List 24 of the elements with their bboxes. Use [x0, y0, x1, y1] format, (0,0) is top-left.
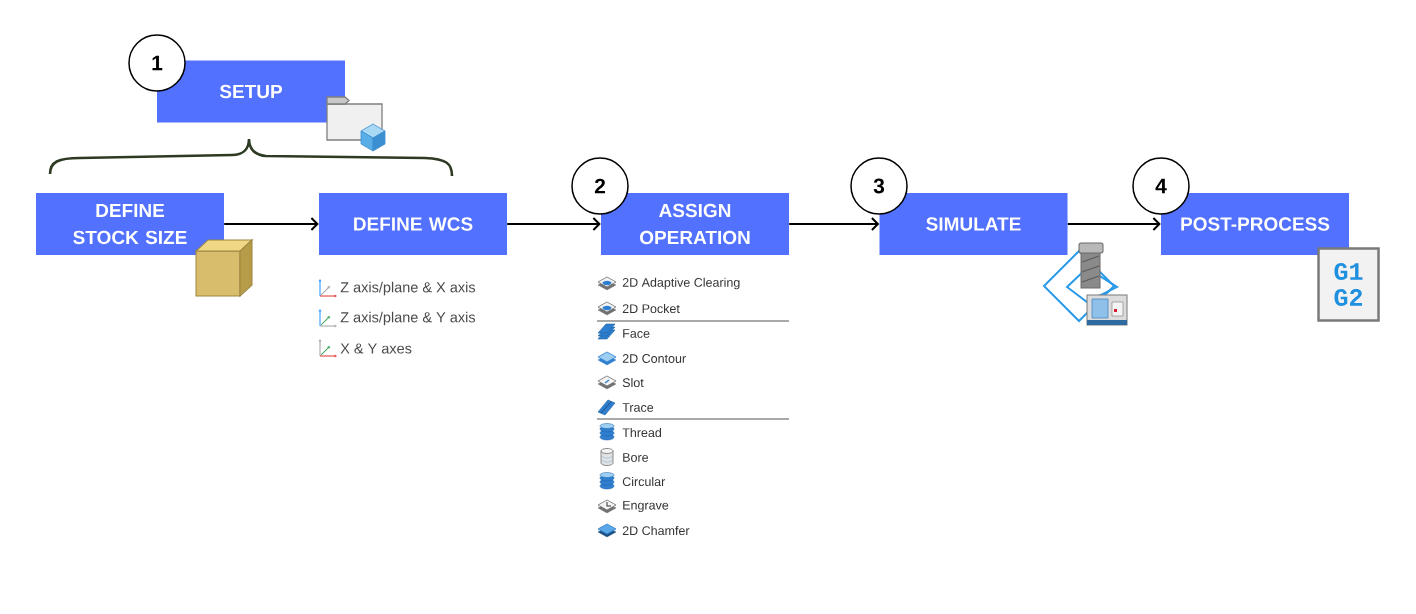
arrow	[506, 217, 601, 231]
code-tile: G1 G2	[1317, 247, 1380, 322]
step-box: POST-PROCESS	[1161, 193, 1349, 255]
menu-item: Circular	[622, 476, 666, 487]
menu-item: Slot	[622, 377, 644, 388]
arrow	[223, 217, 319, 231]
step-box: DEFINE WCS	[319, 193, 507, 255]
menu-item: Face	[623, 329, 650, 338]
menu-item: 2D Chamfer	[622, 525, 690, 536]
arrow	[1066, 217, 1161, 231]
menu-item: 2D Adaptive Clearing	[622, 277, 740, 290]
step-box: SIMULATE	[879, 193, 1068, 255]
step-box: ASSIGN OPERATION	[601, 193, 789, 255]
option-text: Z axis/plane & X axis	[340, 281, 476, 296]
menu-item: Thread	[622, 427, 661, 438]
option-text: X & Y axes	[340, 343, 412, 354]
arrow	[788, 217, 880, 231]
menu-item: Trace	[622, 403, 654, 412]
menu-item: 2D Contour	[622, 354, 686, 363]
menu-item: 2D Pocket	[622, 303, 680, 314]
menu-item: Bore	[623, 453, 649, 462]
step-box: DEFINE STOCK SIZE	[36, 193, 224, 255]
menu-item: Engrave	[623, 500, 669, 513]
option-text: Z axis/plane & Y axis	[340, 311, 476, 326]
